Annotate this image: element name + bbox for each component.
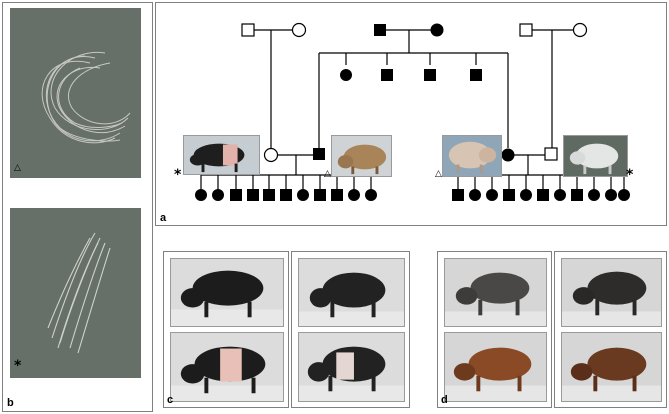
founder-male-affected: [374, 24, 386, 36]
marker-asterisk-right: *: [626, 167, 634, 183]
photo-pig-wild-grey-2: [561, 258, 662, 327]
marker-triangle-right: △: [435, 169, 442, 179]
parent-male-affected-left: [313, 148, 325, 160]
panel-a-label: a: [160, 212, 167, 224]
panel-b-label: b: [7, 397, 14, 409]
panel-c: c: [163, 251, 289, 408]
curly-hair-image: [41, 51, 131, 144]
panel-d-right: [554, 251, 667, 408]
panel-a: * △ △ * a: [155, 2, 667, 226]
hair-photo-straight: *: [10, 208, 141, 378]
founder-female-unaffected-right: [572, 22, 588, 38]
panel-c-right: [291, 251, 410, 408]
pedigree-chart: [195, 22, 630, 201]
parent-female-unaffected-left: [263, 147, 279, 163]
photo-pig-white: [563, 135, 628, 177]
parent-male-unaffected-right: [544, 147, 558, 161]
panel-b: △ * b: [2, 2, 153, 412]
marker-triangle-left: △: [324, 169, 331, 179]
photo-pig-wild-brown-2: [561, 332, 662, 402]
panel-c-label: c: [167, 394, 174, 406]
founder-female-unaffected: [291, 22, 307, 38]
founder-female-affected: [430, 23, 444, 37]
marker-triangle-b: △: [14, 163, 21, 173]
parent-female-affected-right: [501, 148, 515, 162]
marker-asterisk-b: *: [14, 358, 22, 374]
panel-d: d: [437, 251, 552, 408]
founder-male-unaffected-right: [519, 23, 533, 37]
photo-pig-woolly-boar: [331, 135, 392, 177]
founder-male-unaffected: [241, 23, 255, 37]
photo-pig-curly-black: [298, 258, 405, 327]
photo-pig-black-white-sow: [183, 135, 260, 175]
panel-d-label: d: [441, 394, 448, 406]
photo-pig-wild-brown-1: [444, 332, 547, 402]
photo-pig-black-1: [170, 258, 284, 327]
photo-pig-woolly-light: [442, 135, 502, 177]
photo-pig-curly-black-white: [298, 332, 405, 402]
hair-photo-curly: △: [10, 8, 141, 178]
straight-hair-image: [47, 232, 111, 354]
photo-pig-wild-grey-1: [444, 258, 547, 327]
photo-pig-black-white-1: [170, 332, 284, 402]
marker-asterisk-left: *: [174, 167, 182, 183]
